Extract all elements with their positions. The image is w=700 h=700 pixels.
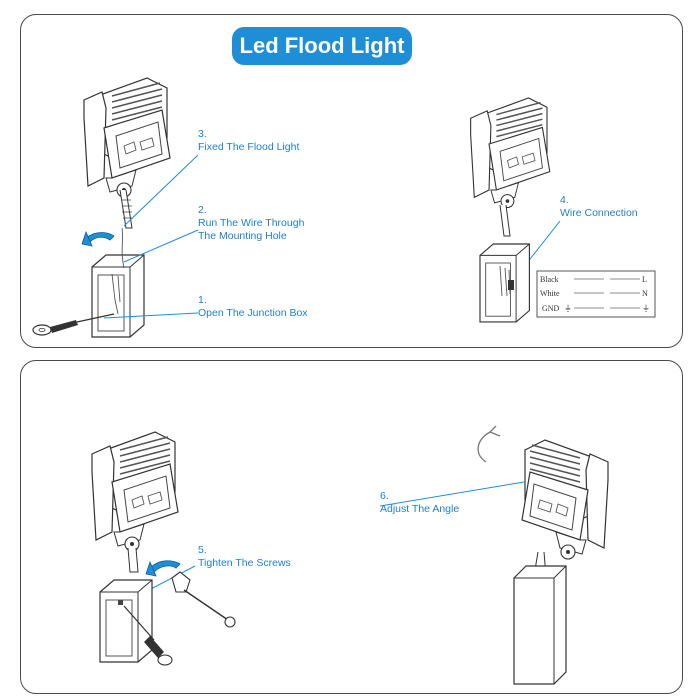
step-2-number: 2.: [198, 204, 207, 216]
step-2-label: 2. Run The Wire Through The Mounting Hol…: [198, 204, 304, 243]
step-1-number: 1.: [198, 294, 207, 306]
step-5-number: 5.: [198, 544, 207, 556]
page-title: Led Flood Light: [232, 27, 412, 65]
wire-gnd-label: GND: [542, 304, 560, 313]
step-1-label: 1. Open The Junction Box: [198, 294, 308, 320]
step-1-text: Open The Junction Box: [198, 307, 308, 319]
step-2-text-line2: The Mounting Hole: [198, 230, 287, 242]
step-5-label: 5. Tighten The Screws: [198, 544, 291, 570]
ground-symbol-right: ⏚: [642, 304, 650, 313]
wrench-icon: [171, 571, 236, 628]
step-6-label: 6. Adjust The Angle: [380, 490, 459, 516]
ground-symbol-left: ⏚: [564, 304, 572, 313]
step-4-number: 4.: [560, 194, 569, 206]
step-5-text: Tighten The Screws: [198, 557, 291, 569]
wiring-table: Black L White N GND ⏚ ⏚: [536, 270, 656, 318]
step-3-number: 3.: [198, 128, 207, 140]
step-6-number: 6.: [380, 490, 389, 502]
step-4-text: Wire Connection: [560, 207, 638, 219]
term-n-label: N: [642, 289, 648, 298]
step-6-text: Adjust The Angle: [380, 503, 460, 515]
step-3-text: Fixed The Flood Light: [198, 141, 300, 153]
term-l-label: L: [642, 275, 647, 284]
wire-white-label: White: [540, 289, 560, 298]
step-2-text-line1: Run The Wire Through: [198, 217, 305, 229]
step-4-label: 4. Wire Connection: [560, 194, 638, 220]
step-3-label: 3. Fixed The Flood Light: [198, 128, 299, 154]
wire-black-label: Black: [540, 275, 559, 284]
